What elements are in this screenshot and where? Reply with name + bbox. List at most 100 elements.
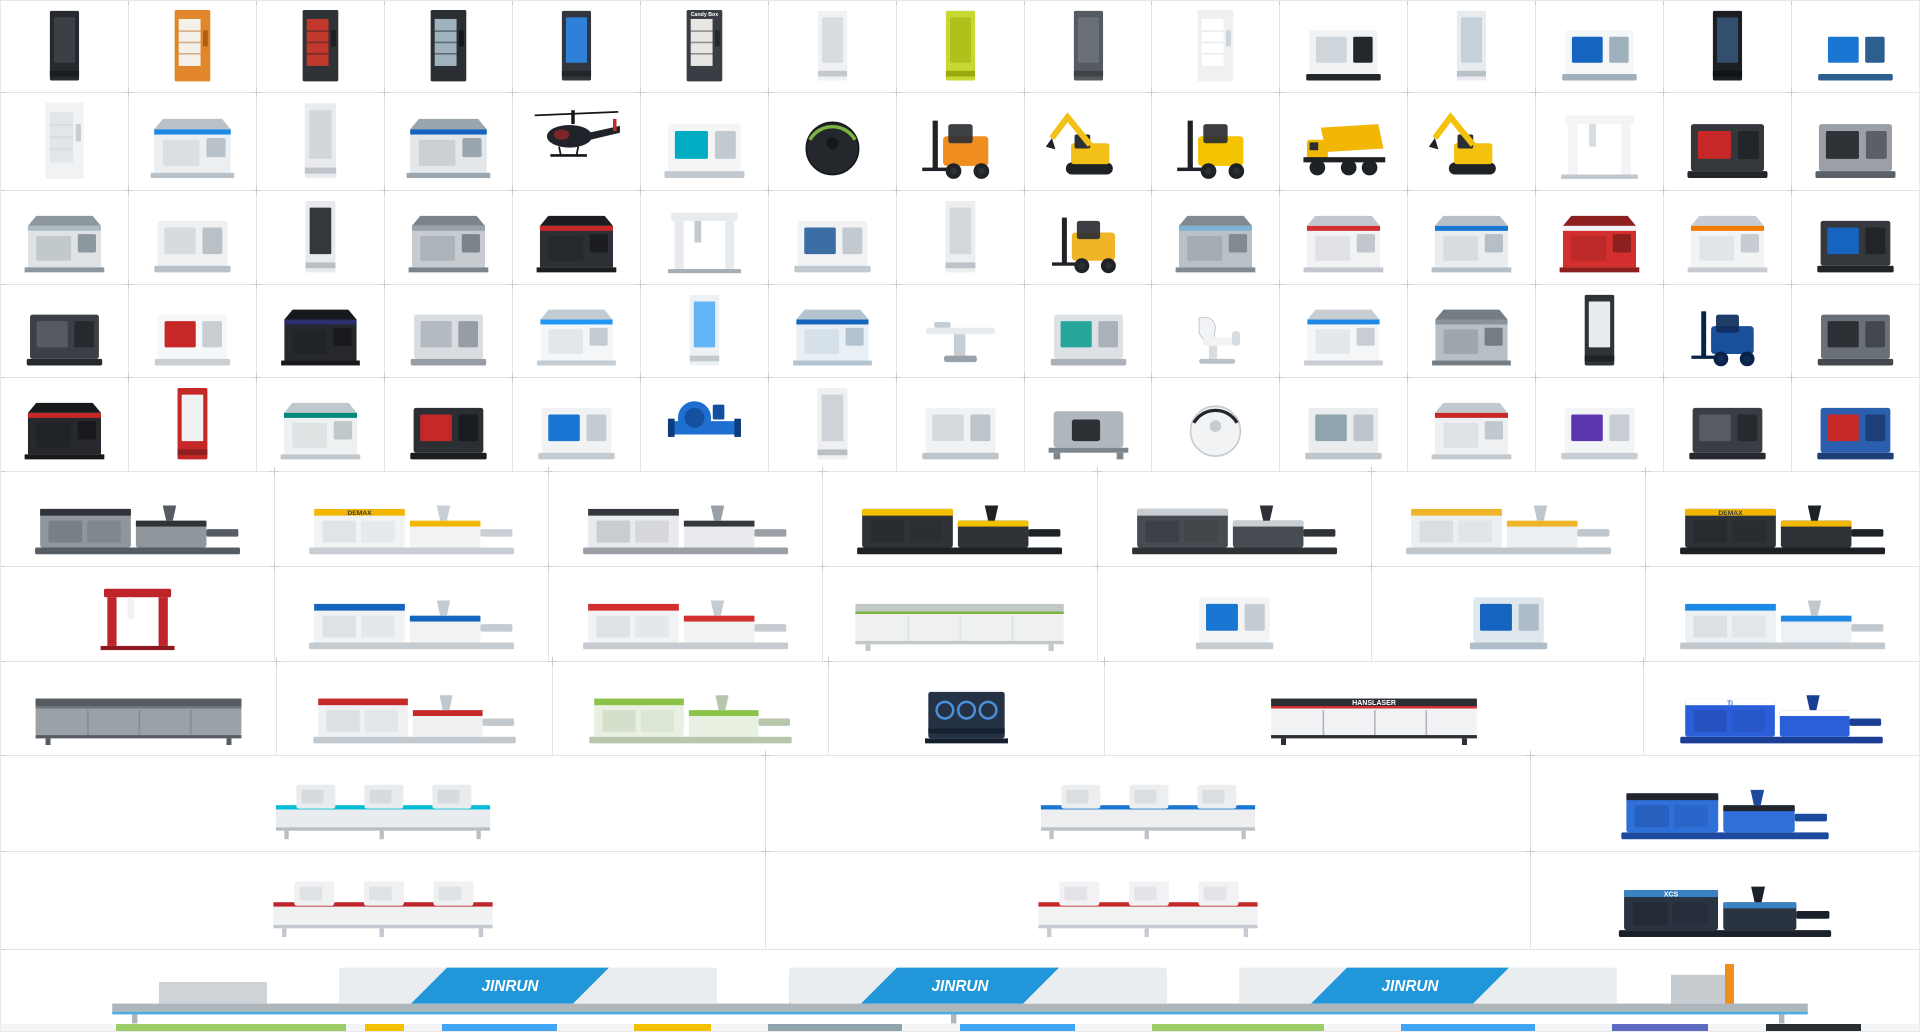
machine-blue-window [1147,186,1281,285]
machine-red-window [1531,186,1665,285]
long-machine-white-blue-illustration [1679,600,1885,650]
strip-segment-1 [116,1024,347,1031]
machine-white-teal [251,373,385,472]
analyzer-blue-white [1531,1,1665,93]
agv-robot-white-illustration [664,124,745,179]
machine-red-window-illustration [1559,215,1640,273]
production-line-cabins-teal [1,751,766,852]
vending-machine-red [251,1,385,93]
flow-pump-blue [635,373,769,472]
dark-cabinet-trio-red [379,373,513,472]
fume-hood-workstation-illustration [1561,115,1638,179]
small-machines-colorful [1787,373,1919,472]
flow-pump-blue-illustration [667,401,741,437]
strip-segment-2 [365,1024,404,1031]
grid-row-11: JINRUN JINRUN JINRUN [1,945,1919,1031]
dark-cabinet-blue-trim [507,1,641,93]
tool-drawer-cabinet [1,88,129,191]
hanslaser-machine: HANSLASER [1100,657,1644,756]
red-arch-machine [1,562,276,662]
fume-hood-workstation [1531,88,1665,191]
compartment-cabinet-white [1147,1,1281,93]
lab-analyzer-blue-illustration [1818,30,1893,81]
injection-molder-ti-blue-illustration: Ti [1680,695,1883,744]
printer-3d-tall [635,280,769,378]
candy-box-vending-machine-illustration: Candy Box [686,10,722,82]
cnc-machine-red-black [507,186,641,285]
white-machine-black-top [1275,1,1409,93]
machine-green-white [548,657,829,756]
server-cabinet [1,1,129,93]
blow-molder-yellow-dark-illustration [857,505,1063,555]
grid-row-6: DEMAX [1,467,1919,567]
xray-security-scanner-illustration [1048,411,1128,460]
wide-printer-dark-illustration [1817,314,1894,366]
mining-dump-truck [1275,88,1409,191]
small-machines-colorful-illustration [1817,407,1894,460]
grid-row-9 [1,751,1919,852]
injection-molder-demax-white: DEMAX [270,467,550,567]
machine-cluster-red [1403,373,1537,472]
xray-security-scanner [1019,373,1153,472]
strip-segment-8 [1401,1024,1536,1031]
cleaning-robot-round [763,88,897,191]
cabinet-purple-trim [1531,373,1665,472]
white-machine-door-illustration [154,220,231,273]
injection-molder-white-blue-illustration [309,600,515,650]
machine-line-xcs-dark-blue: XCS [1526,847,1919,950]
hanslaser-machine-illustration: HANSLASER [1271,698,1477,746]
pallet-stacker-yellow-illustration [1051,217,1116,274]
machine-two-tone-windows [1092,467,1372,567]
long-machine-white-blue [1640,562,1919,662]
grid-row-4 [1,280,1919,378]
cabinet-white-blue [507,373,641,472]
red-dark-machine [1659,88,1793,191]
surgical-table-illustration [925,321,995,363]
strip-segment-6 [960,1024,1076,1031]
strip-segment-10 [1765,1024,1862,1031]
air-purifier [763,1,897,93]
machine-white-teal-illustration [280,402,361,460]
locker-gray-illustration [1073,10,1103,81]
machine-line-white-yellow-illustration [1405,505,1611,555]
white-machine-door [123,186,257,285]
svg-text:JINRUN: JINRUN [482,978,540,995]
cnc-machine-blue-illustration [406,118,491,179]
round-scanner-white-illustration [1190,405,1242,457]
machine-white-blue-large [1403,186,1537,285]
beverage-fridge-illustration [430,10,467,82]
dark-wide-machine-illustration [1689,407,1766,460]
machine-white-red-x [544,562,824,662]
machine-cluster-blue [1366,562,1646,662]
red-dark-machine-illustration [1687,124,1768,179]
machine-teal-accent [1019,280,1153,378]
cnc-machine-red-black-illustration [536,215,617,273]
bottom-cropped-row-strip [1,1024,1919,1031]
svg-text:XCS: XCS [1664,892,1679,899]
upright-fridge-white-illustration [1457,10,1487,81]
machine-cluster-red-illustration [1431,402,1512,460]
injection-molder-ti-blue: Ti [1639,657,1919,756]
wide-printer-dark [1787,280,1919,378]
machine-white-blue-trim [1275,280,1409,378]
upright-fridge-white [1403,1,1537,93]
medical-cart-monitor-illustration [793,220,871,273]
machine-blue-window-2 [763,280,897,378]
production-line-cabins-teal-illustration [275,784,491,840]
helicopter-drone-illustration [534,110,620,157]
cnc-dark-purple [251,280,385,378]
pallet-stacker-yellow [1019,186,1153,285]
medical-cart-monitor [763,186,897,285]
svg-text:Ti: Ti [1727,700,1733,707]
cnc-lathe-black-red [1,373,129,472]
packaging-machine-gray [1,186,129,285]
production-line-stations-red-illustration [1038,881,1258,938]
dental-chair [1147,280,1281,378]
svg-text:JINRUN: JINRUN [932,978,990,995]
reach-forklift-orange [891,88,1025,191]
cleaning-robot-round-illustration [805,121,860,176]
dark-cabinets-blue [1787,186,1919,285]
machine-gray-window-illustration [1432,309,1512,366]
compact-machine-red-white-illustration [154,314,231,366]
machine-cluster-blue-illustration [1469,597,1547,650]
